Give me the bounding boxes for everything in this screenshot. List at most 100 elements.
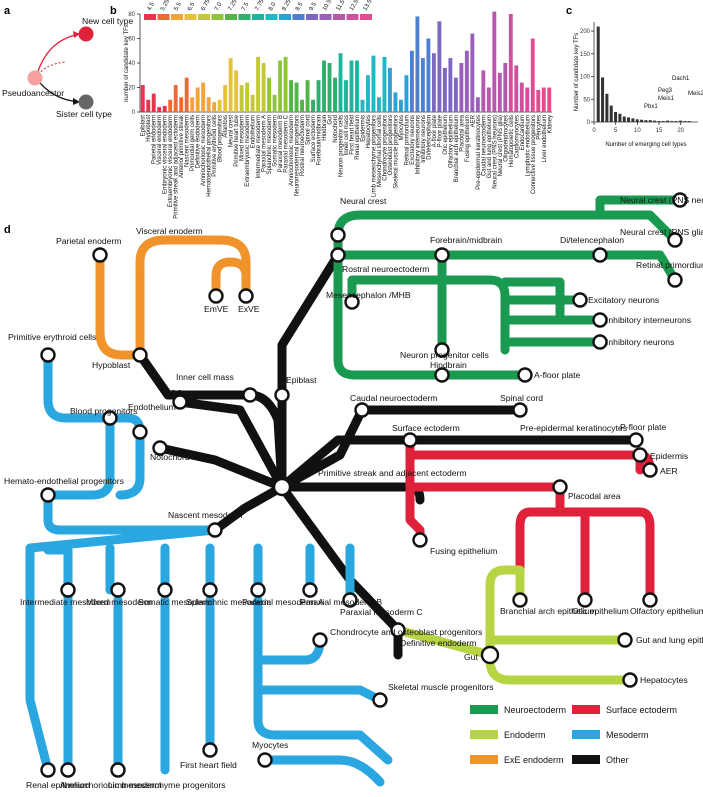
station-retinal	[667, 272, 683, 288]
bar	[371, 55, 376, 112]
category-label: Oligodendrocytes	[503, 115, 509, 162]
label-caudal: Caudal neuroectoderm	[350, 393, 437, 403]
category-label: Nascent mesoderm	[185, 115, 191, 167]
station-limb	[110, 762, 126, 778]
bar	[519, 82, 524, 112]
bar	[426, 38, 431, 112]
bar	[640, 119, 644, 122]
category-label: Endothelium	[251, 115, 257, 148]
bar	[146, 99, 151, 112]
bar	[256, 56, 261, 112]
station-neuron-prog	[434, 342, 450, 358]
legend-swatch	[470, 755, 498, 764]
label-primitive-streak: Primitive streak and adjacent ectoderm	[318, 468, 467, 478]
station-rostral	[330, 247, 346, 263]
station-mesencephalon	[344, 294, 360, 310]
category-label: Hematopoietic cells	[509, 115, 515, 167]
label-hemato: Hemato-endothelial progenitors	[4, 476, 124, 486]
label-olfactory: Olfactory epithelium	[630, 606, 703, 616]
bar	[627, 117, 631, 122]
bar	[481, 70, 486, 112]
legend-swatch	[572, 730, 600, 739]
timepoint-swatch	[225, 14, 237, 20]
category-label: Hindbrain	[322, 115, 328, 141]
y-tick-label: 50	[583, 97, 590, 103]
legend-swatch	[470, 705, 498, 714]
x-axis-label: Number of emerging cell types	[605, 142, 686, 148]
category-label: Paraxial mesoderm C	[284, 114, 290, 172]
category-label: Epiblast	[141, 115, 147, 137]
station-ditel	[592, 247, 608, 263]
surface-ectoderm-lines	[405, 435, 655, 605]
label-surface: Surface ectoderm	[392, 423, 460, 433]
y-axis-label: number of candidate key TFs	[124, 24, 130, 102]
station-epiblast	[274, 387, 290, 403]
bar	[409, 50, 414, 112]
bar	[404, 75, 409, 112]
x-tick-label: 5	[614, 128, 618, 134]
category-label: Hepatocytes	[366, 115, 372, 148]
label-mesencephalon: Mesencephalon /MHB	[326, 290, 411, 300]
timepoint-swatch	[292, 14, 305, 20]
bar	[217, 99, 222, 112]
bar	[614, 112, 618, 122]
station-branchial	[512, 592, 528, 608]
timepoint-swatch	[319, 14, 332, 20]
category-label: Myocytes	[399, 115, 405, 140]
panel-label-b: b	[110, 5, 117, 17]
station-forebrain	[434, 247, 450, 263]
station-pgc	[172, 394, 188, 410]
category-label: Primitive erythroid cells	[212, 115, 218, 177]
bar	[377, 97, 381, 112]
timepoint-swatch	[144, 14, 156, 20]
station-neural-crest	[330, 227, 346, 243]
station-amnio	[60, 762, 76, 778]
category-label: Pericytes	[536, 115, 542, 140]
bar	[311, 99, 315, 112]
sister-cell-type-label: Sister cell type	[56, 109, 112, 119]
label-intermediate: Intermediate mesoderm	[20, 597, 111, 607]
bar	[366, 75, 370, 112]
timepoint-label: 12.5	[349, 0, 360, 12]
category-label: Anterior primitive streak	[179, 114, 185, 178]
legend-label: ExE endoderm	[504, 755, 564, 765]
category-label: Epidermis	[360, 115, 366, 142]
bar	[294, 82, 299, 112]
annotation-label: Peg3	[658, 88, 673, 94]
category-label: Hypoblast	[146, 115, 152, 142]
label-endothelium: Endothelium	[128, 402, 176, 412]
bar	[657, 121, 661, 122]
lineage-labels: Parietal enoderm Visceral enoderm EmVE E…	[4, 195, 703, 790]
timepoint-label: 8.5	[295, 1, 305, 12]
new-cell-type-node	[78, 26, 94, 42]
station-emve	[208, 288, 224, 304]
timepoint-label: 5.5	[174, 1, 184, 12]
label-limb: Limb mesenchyme progenitors	[108, 780, 226, 790]
bar	[228, 58, 233, 112]
station-blood	[102, 410, 118, 426]
station-hepatocytes	[622, 672, 638, 688]
y-tick-label: 0	[587, 120, 591, 126]
pseudoancestor-label: Pseudoancestor	[2, 88, 64, 98]
sister-cell-type-node	[78, 94, 94, 110]
bar	[157, 107, 162, 112]
annotation-label: Meis1	[658, 96, 675, 102]
category-label: Paraxial mesoderm A	[262, 115, 268, 172]
station-parietal	[92, 247, 108, 263]
station-primitive-erythroid	[40, 347, 56, 363]
bar	[431, 53, 436, 112]
category-label: Otic epithelium	[443, 115, 449, 155]
bar	[631, 118, 635, 122]
category-label: Neuromesodermal progenitors	[295, 115, 301, 196]
station-caudal	[354, 402, 370, 418]
x-tick-label: 10	[634, 128, 641, 134]
label-hypoblast: Hypoblast	[92, 360, 131, 370]
bar	[609, 105, 613, 122]
y-tick-label: 80	[128, 12, 135, 18]
station-renal	[40, 762, 56, 778]
bar	[278, 60, 283, 112]
label-visceral: Visceral enoderm	[136, 226, 203, 236]
